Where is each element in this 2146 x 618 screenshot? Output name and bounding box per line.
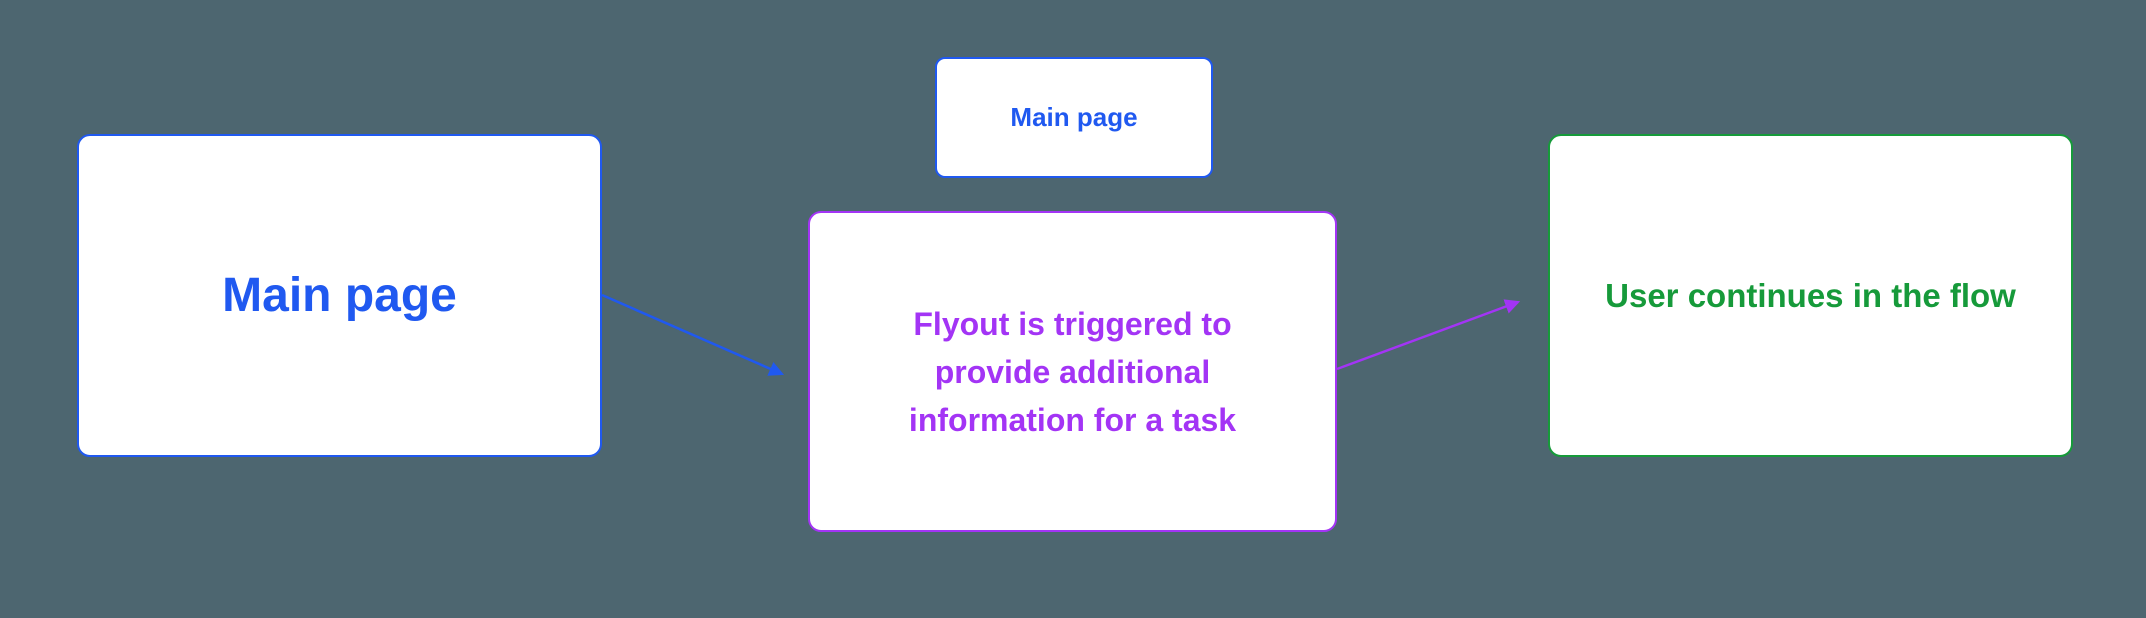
edge-main-to-flyout-arrow [601, 293, 785, 376]
node-main-page-label: Main page [222, 269, 457, 322]
node-main-page-mini: Main page [935, 57, 1213, 178]
node-main-page-mini-label: Main page [1010, 102, 1138, 132]
node-user-continues: User continues in the flow [1548, 134, 2073, 457]
edge-flyout-to-continue-arrow [1336, 299, 1521, 371]
node-main-page: Main page [77, 134, 602, 457]
node-flyout: Flyout is triggered to provide additiona… [808, 211, 1337, 532]
node-user-continues-label: User continues in the flow [1605, 276, 2016, 314]
